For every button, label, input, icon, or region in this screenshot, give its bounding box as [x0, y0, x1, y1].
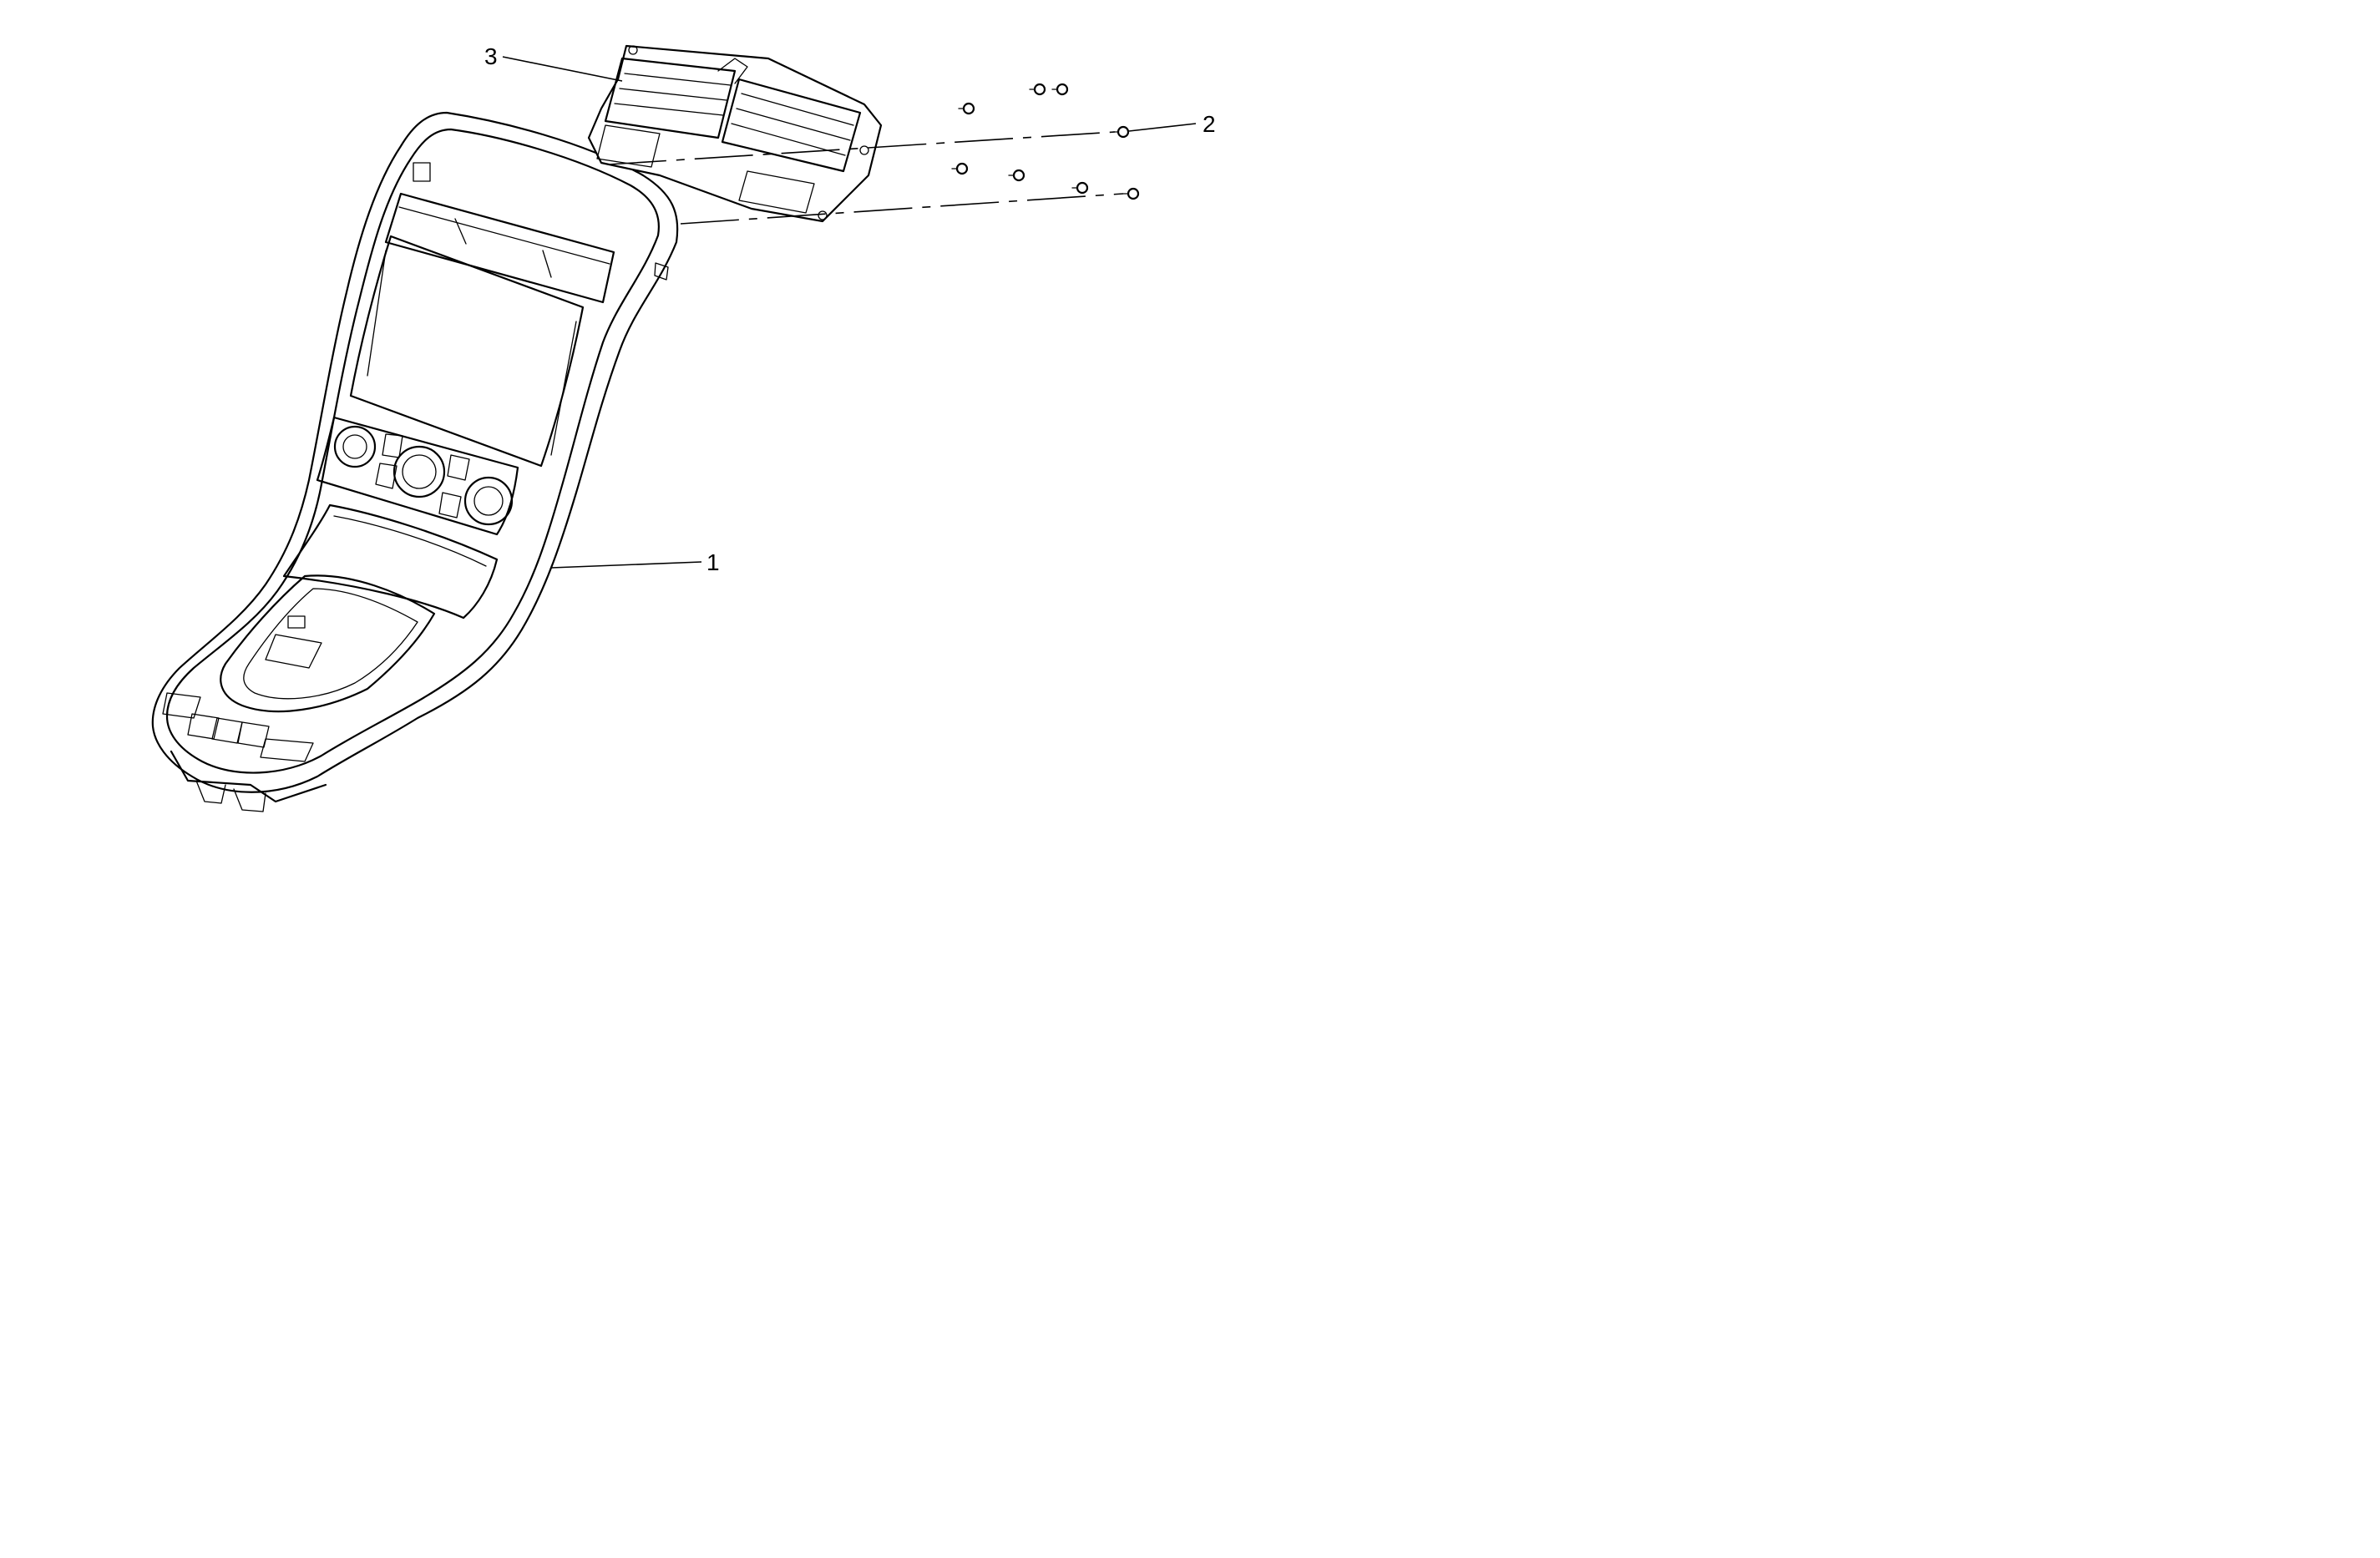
console-trim-plate [151, 111, 679, 812]
leader-lines [502, 56, 1197, 569]
fasteners [951, 83, 1140, 200]
fastener [1008, 169, 1025, 182]
fastener [951, 162, 969, 175]
alignment-lines [607, 131, 1124, 225]
air-outlet-assembly [587, 44, 883, 223]
exploded-view-diagram [0, 0, 1293, 852]
callout-console-trim-plate: 1 [706, 549, 720, 575]
fastener [958, 102, 975, 115]
callout-fastener: 2 [1203, 111, 1216, 137]
fastener [1029, 83, 1046, 96]
fastener [1122, 187, 1140, 200]
fastener [1051, 83, 1069, 96]
callout-air-outlet-assembly: 3 [484, 43, 498, 69]
fastener [1071, 181, 1089, 195]
fastener [1112, 125, 1130, 139]
